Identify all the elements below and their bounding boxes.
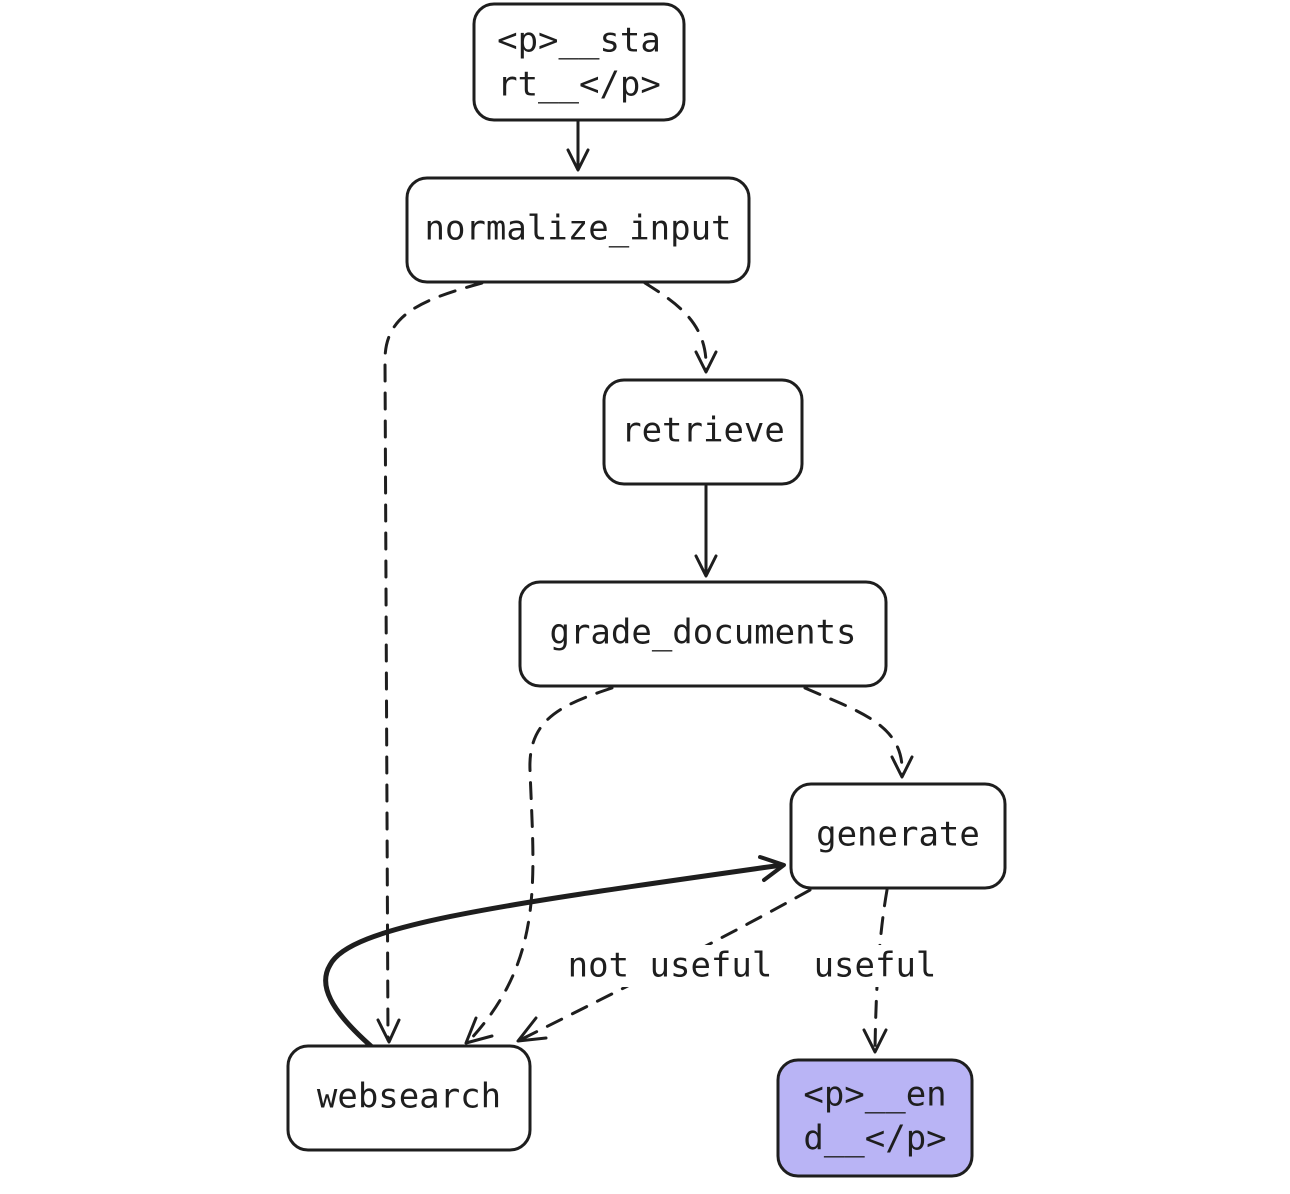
node-end-label-line2: d__</p> — [803, 1119, 946, 1159]
edge-grade-documents-to-websearch — [464, 686, 614, 1045]
node-end-label-line1: <p>__en — [803, 1075, 946, 1115]
node-grade-documents-label: grade_documents — [549, 613, 856, 653]
edge-normalize-input-to-websearch — [376, 281, 484, 1044]
node-start[interactable]: <p>__sta rt__</p> — [472, 2, 686, 122]
edge-label-useful-text: useful — [814, 946, 937, 986]
edge-websearch-to-generate — [323, 855, 786, 1050]
node-normalize-input[interactable]: normalize_input — [405, 176, 751, 284]
node-retrieve[interactable]: retrieve — [602, 378, 804, 486]
node-end-box — [776, 1058, 974, 1178]
edge-grade-documents-to-generate — [803, 686, 914, 779]
node-websearch[interactable]: websearch — [286, 1044, 532, 1152]
node-end[interactable]: <p>__en d__</p> — [776, 1058, 974, 1178]
node-start-label-line1: <p>__sta — [497, 21, 661, 61]
node-generate-label: generate — [816, 815, 980, 855]
node-generate[interactable]: generate — [789, 782, 1007, 890]
edge-retrieve-to-grade-documents — [694, 484, 718, 578]
node-normalize-input-label: normalize_input — [424, 209, 731, 249]
edge-label-not-useful: not useful — [568, 945, 773, 987]
node-retrieve-label: retrieve — [621, 411, 785, 451]
node-grade-documents[interactable]: grade_documents — [518, 580, 888, 688]
edge-label-useful: useful — [814, 945, 937, 987]
edge-normalize-input-to-retrieve — [643, 281, 718, 374]
edge-label-not-useful-text: not useful — [568, 946, 773, 986]
node-start-label-line2: rt__</p> — [497, 65, 661, 105]
node-websearch-label: websearch — [317, 1077, 501, 1117]
